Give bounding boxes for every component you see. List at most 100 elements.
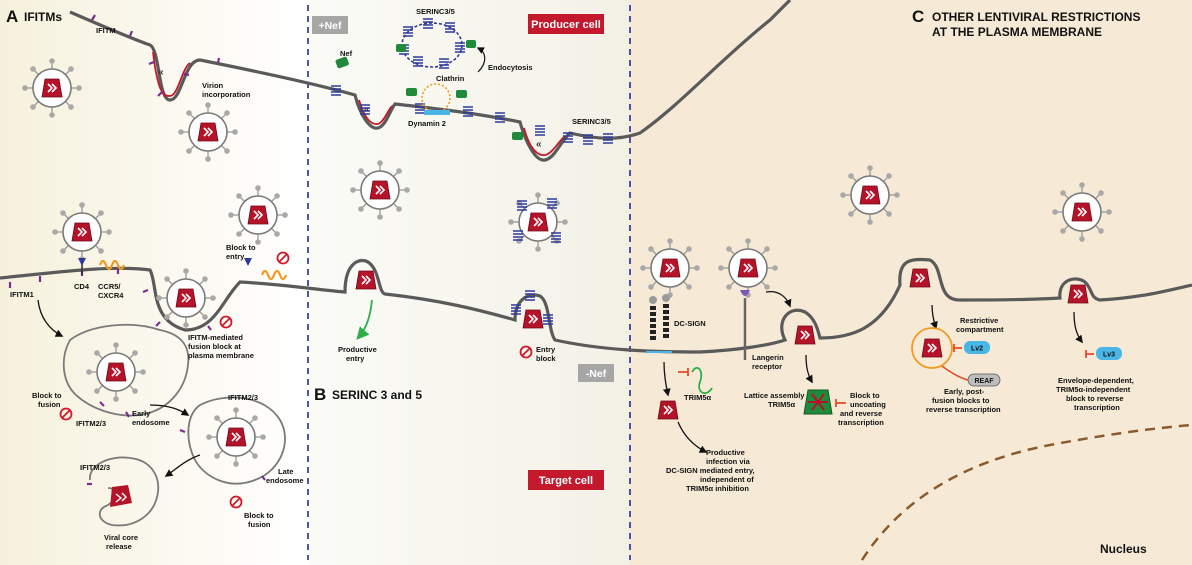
dynamin-ring [424,110,450,115]
label-lv2: Lv2 [971,346,983,353]
label-uncoating-2: uncoating [850,400,886,409]
label-late-endosome-2: endosome [266,476,304,485]
label-early-endosome-2: endosome [132,418,170,427]
lv3-badge [1096,347,1122,360]
label-dcsign-infection-2: infection via [706,457,751,466]
label-block-fusion-1a: Block to [32,391,62,400]
nef-proteins [335,40,523,140]
label-uncoating-4: transcription [838,418,884,427]
lv2-badge [964,341,990,354]
label-block-entry-1: Block to [226,243,256,252]
label-envelope-3: block to reverse [1066,394,1124,403]
minus-nef-label: -Nef [586,368,607,380]
label-dc-sign: DC-SIGN [674,319,706,328]
ccr5-receptor [98,259,126,271]
label-reaf: REAF [974,378,994,385]
label-early-post-3: reverse transcription [926,405,1001,414]
label-viral-core-1: Viral core [104,533,138,542]
label-nef: Nef [340,49,353,58]
label-dcsign-infection-4: independent of [700,475,754,484]
arrow-to-late-endosome [149,404,190,416]
producer-cell-label: Producer cell [531,19,601,31]
label-ifitm-fusion-2: fusion block at [188,342,241,351]
label-lv3: Lv3 [1103,352,1115,359]
plus-nef-tag [312,16,348,34]
label-uncoating-3: and reverse [840,409,882,418]
lv2-inhibition [953,344,962,352]
bud-lining-1 [152,51,191,97]
arrow-restrictive [930,304,938,330]
label-early-endosome-1: Early [132,409,151,418]
cd4-receptor-2 [244,258,252,266]
label-ifitm-fusion-3: plasma membrane [188,351,254,360]
serinc-virion [508,192,568,252]
label-block-fusion-1b: fusion [38,400,61,409]
label-endocytosis: Endocytosis [488,63,533,72]
producer-membrane [69,0,792,162]
productive-entry-arrow [356,299,373,340]
label-ifitm23-c: IFITM2/3 [80,463,110,472]
label-block-fusion-2b: fusion [248,520,271,529]
trim5a-protein [691,367,713,395]
label-ccr5: CCR5/ [98,282,121,291]
ifitm-target-markers [8,268,212,331]
bud-chevrons-3: « [536,139,542,150]
minus-nef-tag [578,364,614,382]
panel-b-title: SERINC 3 and 5 [332,388,422,402]
producer-cell-tag [528,14,604,34]
target-cell-tag [528,470,604,490]
arrow-lattice [805,354,813,384]
label-virion-1: Virion [202,81,224,90]
dc-sign-receptor [646,294,672,353]
early-endosome [62,323,190,417]
label-nucleus: Nucleus [1100,542,1147,556]
bud-lining-3 [523,127,566,156]
label-dcsign-infection-1: Productive [706,448,745,457]
trim5a-inhibition-bar [678,368,689,376]
label-early-post-1: Early, post- [944,387,985,396]
label-ifitm-fusion-1: IFITM-mediated [188,333,243,342]
label-late-endosome-1: Late [278,467,293,476]
panel-c-title-2: AT THE PLASMA MEMBRANE [932,25,1102,39]
label-envelope-1: Envelope-dependent, [1058,376,1134,385]
arrow-dcsign-entry [662,361,671,397]
label-envelope-2: TRIM5α-independent [1056,385,1131,394]
target-cell-label: Target cell [539,475,593,487]
plus-nef-label: +Nef [318,20,342,32]
label-cxcr4: CXCR4 [98,291,124,300]
label-restrictive-1: Restrictive [960,316,998,325]
label-ifitm23-b: IFITM2/3 [228,393,258,402]
released-core [110,485,132,507]
label-dcsign-infection-5: TRIM5α inhibition [686,484,749,493]
endocytosis-arrow [476,47,486,73]
panel-c-title-1: OTHER LENTIVIRAL RESTRICTIONS [932,10,1140,24]
label-langerin-2: receptor [752,362,782,371]
label-productive-entry-1: Productive [338,345,377,354]
label-entry-block-2: block [536,354,556,363]
label-ifitm1: IFITM1 [10,290,34,299]
lv3-inhibition [1085,350,1094,358]
label-lattice-2: TRIM5α [768,400,796,409]
core-release-endosome [89,456,160,527]
arrow-to-early-endosome [37,299,64,337]
label-cd4: CD4 [74,282,90,291]
label-restrictive-2: compartment [956,325,1004,334]
late-endosome [187,396,286,485]
panel-b-letter: B [314,385,326,404]
ifitm-producer-markers [91,14,221,97]
label-uncoating-1: Block to [850,391,880,400]
label-trim5a: TRIM5α [684,393,712,402]
langerin-receptor [740,290,750,360]
label-viral-core-2: release [106,542,132,551]
incorporation-chevrons: « [158,67,164,78]
panel-c-letter: C [912,7,924,26]
arrow-productive-infection [677,421,708,453]
label-block-entry-2: entry [226,252,245,261]
label-langerin-1: Langerin [752,353,784,362]
arrow-to-core-release [164,454,201,477]
label-entry-block-1: Entry [536,345,556,354]
label-ifitm: IFITM [96,26,116,35]
label-productive-entry-2: entry [346,354,365,363]
